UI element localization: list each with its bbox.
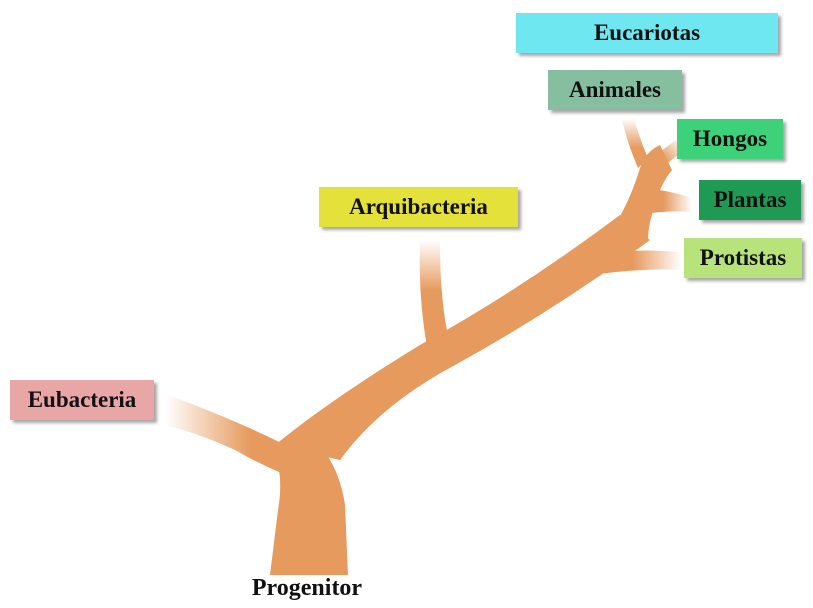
main-branch [275, 215, 650, 460]
arquibacteria-label: Arquibacteria [319, 187, 518, 227]
progenitor-label: Progenitor [222, 570, 392, 606]
animales-branch [622, 118, 648, 168]
hongos-label: Hongos [677, 119, 783, 159]
protistas-label: Protistas [684, 238, 802, 278]
eubacteria-label: Eubacteria [10, 380, 154, 420]
arquibacteria-branch [420, 240, 448, 352]
animales-label: Animales [548, 70, 682, 110]
plantas-branch [640, 188, 692, 215]
plantas-label: Plantas [699, 180, 801, 220]
protistas-branch [592, 251, 682, 275]
eucariotas-label: Eucariotas [516, 13, 778, 53]
